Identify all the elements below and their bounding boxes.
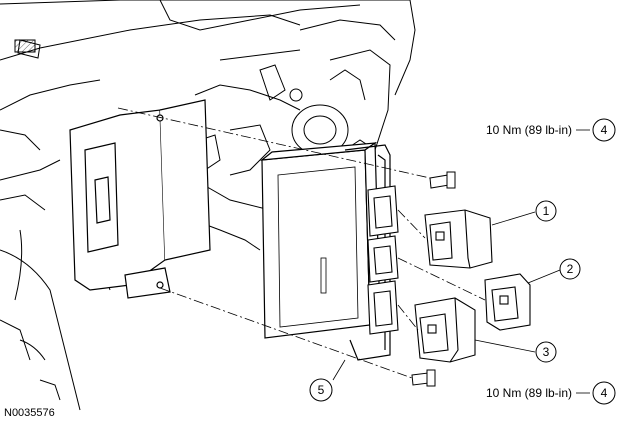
figure-id: N0035576 — [4, 407, 55, 419]
callout-4-lower: 4 10 Nm (89 lb-in) — [486, 381, 616, 405]
module-connector-receptacles — [367, 185, 399, 335]
callout-2-number: 2 — [567, 262, 574, 276]
callout-1-number: 1 — [543, 204, 550, 218]
torque-spec-upper: 10 Nm (89 lb-in) — [486, 123, 572, 137]
callout-5: 5 — [309, 378, 333, 402]
bolt-lower — [411, 369, 436, 387]
connector-1 — [424, 209, 493, 269]
pcm-mounting-bracket — [69, 99, 211, 299]
assembly-centerlines — [117, 107, 486, 379]
callout-1: 1 — [535, 200, 557, 222]
connector-2 — [484, 273, 531, 331]
callout-4-upper-number: 4 — [601, 123, 608, 137]
torque-spec-lower: 10 Nm (89 lb-in) — [486, 386, 572, 400]
callout-leaders — [332, 129, 590, 394]
callout-4-upper: 4 10 Nm (89 lb-in) — [486, 118, 616, 142]
callout-5-number: 5 — [318, 383, 325, 397]
callout-4-lower-number: 4 — [601, 386, 608, 400]
callout-3-number: 3 — [543, 345, 550, 359]
callout-3: 3 — [535, 341, 557, 363]
connector-3 — [414, 297, 476, 363]
callout-2: 2 — [559, 258, 581, 280]
bolt-upper — [429, 171, 456, 189]
